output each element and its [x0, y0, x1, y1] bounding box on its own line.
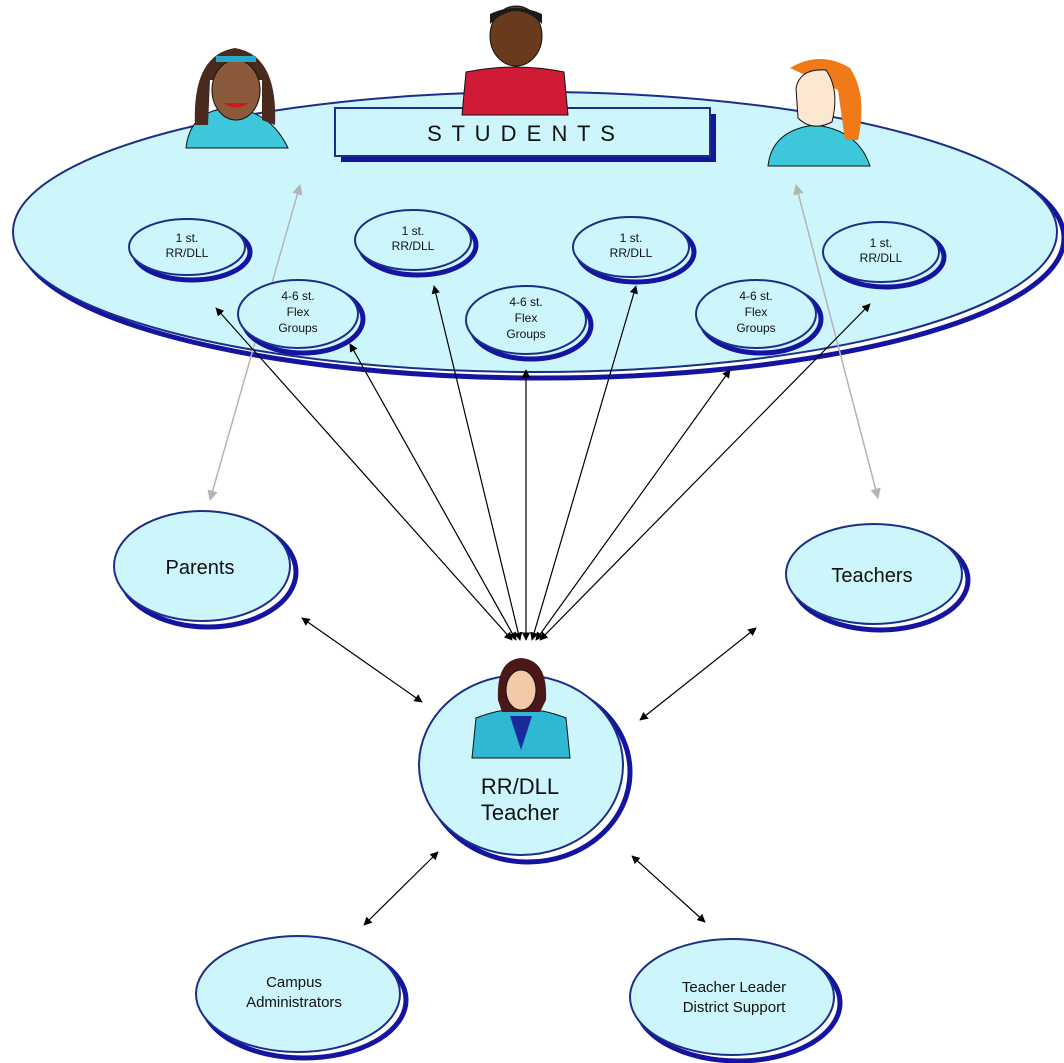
teacher-leader-node: Teacher Leader District Support — [629, 938, 843, 1063]
group-label: Flex — [515, 311, 538, 325]
student-boy-icon — [461, 5, 569, 116]
group-label: Groups — [736, 321, 775, 335]
campus-teacher-arrow — [363, 851, 439, 926]
students-title: S T U D E N T S — [427, 121, 617, 146]
center-label: Teacher — [481, 800, 559, 825]
group-1st-rrdll-2: 1 st. RR/DLL — [354, 209, 479, 278]
teachers-teacher-arrow — [639, 627, 757, 721]
group-label: Groups — [506, 327, 545, 341]
teacher-woman-icon — [471, 658, 571, 759]
group-label: 4-6 st. — [281, 289, 314, 303]
teachers-node: Teachers — [785, 523, 971, 633]
group-label: 1 st. — [176, 231, 199, 245]
group-1st-rrdll-4: 1 st. RR/DLL — [822, 221, 947, 290]
group-1st-rrdll-3: 1 st. RR/DLL — [572, 216, 697, 285]
campus-label: Administrators — [246, 994, 342, 1011]
group-label: 1 st. — [402, 224, 425, 238]
center-links — [301, 617, 757, 926]
leader-teacher-arrow — [631, 855, 706, 923]
group-label: 1 st. — [620, 231, 643, 245]
center-label: RR/DLL — [481, 774, 559, 799]
student-girl-icon — [185, 48, 289, 149]
teachers-label: Teachers — [831, 565, 912, 587]
group-label: Flex — [287, 305, 310, 319]
group-label: Groups — [278, 321, 317, 335]
teacher-group-links — [215, 285, 871, 641]
parents-node: Parents — [113, 510, 299, 630]
group-label: RR/DLL — [166, 246, 209, 260]
group-label: 4-6 st. — [739, 289, 772, 303]
parents-teacher-arrow — [301, 617, 423, 703]
group-label: RR/DLL — [392, 239, 435, 253]
parents-label: Parents — [166, 557, 235, 579]
group-label: 1 st. — [870, 236, 893, 250]
group-label: RR/DLL — [860, 251, 903, 265]
leader-label: District Support — [683, 999, 786, 1016]
student-redhead-icon — [767, 59, 871, 167]
group-label: Flex — [745, 305, 768, 319]
campus-admin-node: Campus Administrators — [195, 935, 409, 1061]
campus-label: Campus — [266, 974, 322, 991]
rrdll-teacher-node: RR/DLL Teacher — [418, 674, 633, 865]
leader-label: Teacher Leader — [682, 979, 786, 996]
students-title-box: S T U D E N T S — [334, 107, 716, 162]
group-label: 4-6 st. — [509, 295, 542, 309]
group-label: RR/DLL — [610, 246, 653, 260]
group-1st-rrdll-1: 1 st. RR/DLL — [128, 218, 253, 283]
